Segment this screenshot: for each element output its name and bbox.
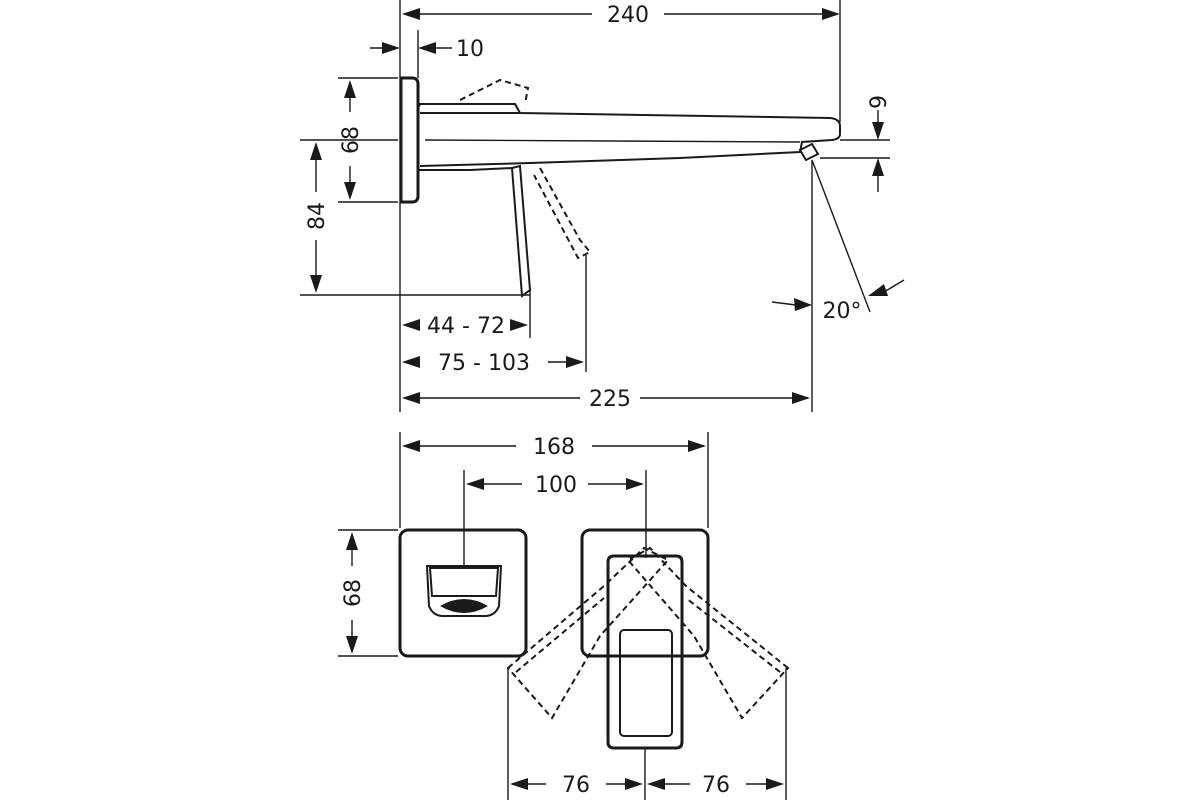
lever-front [606, 554, 684, 750]
dim-240: 240 [402, 0, 841, 122]
lever-swing-dashed [459, 78, 592, 260]
dim-76-right-label: 76 [702, 773, 730, 798]
dim-20-angle-label: 20° [823, 299, 862, 324]
dim-84: 84 [300, 139, 530, 296]
spout-body-side [417, 103, 841, 171]
dim-9: 9 [820, 95, 892, 192]
dim-75-103: 75 - 103 [402, 255, 587, 376]
dim-76-left-label: 76 [562, 773, 590, 798]
aerator-side [798, 142, 820, 162]
dim-10-label: 10 [456, 37, 484, 62]
dim-168-label: 168 [533, 435, 575, 460]
lever-side [510, 164, 532, 298]
right-plate-front [580, 528, 710, 658]
dim-68-front-label: 68 [341, 579, 366, 607]
dim-44-72-label: 44 - 72 [427, 314, 505, 339]
dim-10: 10 [370, 30, 484, 78]
dim-84-label: 84 [305, 202, 330, 230]
dim-225-label: 225 [589, 387, 631, 412]
dim-44-72: 44 - 72 [399, 290, 531, 412]
left-plate-front [398, 528, 528, 658]
side-view: 240 10 9 68 [300, 0, 905, 412]
dim-100: 100 [463, 470, 647, 566]
dim-240-label: 240 [607, 3, 649, 28]
lever-swing-front-dashed [506, 546, 790, 720]
dim-168: 168 [399, 432, 709, 528]
aerator-front [440, 599, 488, 613]
stream-line [811, 159, 871, 313]
front-view: 168 100 68 [338, 432, 790, 800]
dim-9-label: 9 [867, 95, 892, 109]
dim-100-label: 100 [535, 473, 577, 498]
dim-75-103-label: 75 - 103 [438, 351, 530, 376]
dim-76-76: 76 76 [507, 668, 787, 800]
wall-plate-side [399, 76, 420, 204]
dim-225: 225 [402, 160, 813, 412]
dim-20-angle: 20° [771, 279, 905, 324]
dim-68-front: 68 [338, 529, 398, 657]
